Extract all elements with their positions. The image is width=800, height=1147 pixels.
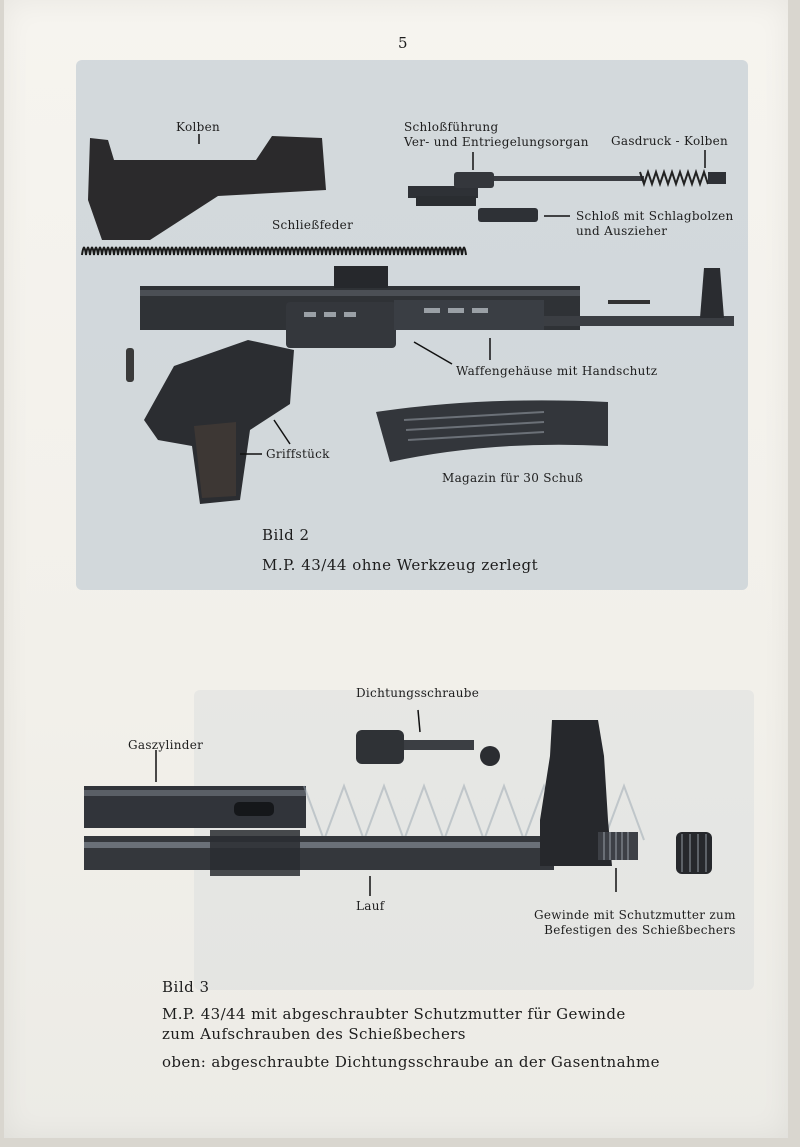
figure-3-caption-line2: zum Aufschrauben des Schießbechers <box>162 1025 466 1043</box>
piston-rod <box>494 176 644 181</box>
recoil-spring <box>81 246 467 256</box>
figure-3-number: Bild 3 <box>162 978 210 996</box>
document-page: 5 <box>4 0 788 1138</box>
label-gasdruck-kolben: Gasdruck - Kolben <box>611 134 729 148</box>
label-schloss: Schloß mit Schlagbolzen und Auszieher <box>576 209 734 239</box>
label-gewinde-line2: Befestigen des Schießbechers <box>544 923 736 937</box>
label-gaszylinder: Gaszylinder <box>128 738 204 752</box>
label-schlossfuehrung-line2: Ver- und Entriegelungsorgan <box>404 135 589 149</box>
figure-2-illustration <box>81 134 734 504</box>
label-waffengehaeuse: Waffengehäuse mit Handschutz <box>456 364 658 378</box>
barrel-part <box>84 836 554 870</box>
figure-2-caption: M.P. 43/44 ohne Werkzeug zerlegt <box>262 556 539 574</box>
bolt-part <box>478 208 538 222</box>
front-sight-block <box>540 720 612 866</box>
magazine-part <box>376 400 608 462</box>
label-schloss-line1: Schloß mit Schlagbolzen <box>576 209 734 223</box>
label-schliessfeder: Schließfeder <box>272 218 354 232</box>
bolt-carrier <box>408 186 478 198</box>
label-schloss-line2: und Auszieher <box>576 224 668 238</box>
sealing-screw <box>356 730 404 764</box>
label-lauf: Lauf <box>356 899 385 913</box>
label-dichtungsschraube: Dichtungsschraube <box>356 686 480 700</box>
stock-part <box>88 136 326 240</box>
label-magazin: Magazin für 30 Schuß <box>442 471 584 485</box>
label-kolben: Kolben <box>176 120 221 134</box>
label-schlossfuehrung: Schloßführung Ver- und Entriegelungsorga… <box>404 120 589 150</box>
figure-3-caption-line3: oben: abgeschraubte Dichtungsschraube an… <box>162 1053 660 1071</box>
label-schlossfuehrung-line1: Schloßführung <box>404 120 499 134</box>
figure-3-caption-line1: M.P. 43/44 mit abgeschraubter Schutzmutt… <box>162 1005 626 1023</box>
figure-2-number: Bild 2 <box>262 526 310 544</box>
grip-assembly <box>144 340 294 504</box>
page-number: 5 <box>398 34 408 52</box>
figure-3-illustration <box>84 709 712 896</box>
protective-nut <box>676 832 712 874</box>
label-gewinde-line1: Gewinde mit Schutzmutter zum <box>534 908 736 922</box>
label-gewinde: Gewinde mit Schutzmutter zum Befestigen … <box>534 908 736 938</box>
piston-spring <box>639 168 709 188</box>
label-griffstueck: Griffstück <box>266 447 330 461</box>
barrel-front <box>544 316 734 326</box>
